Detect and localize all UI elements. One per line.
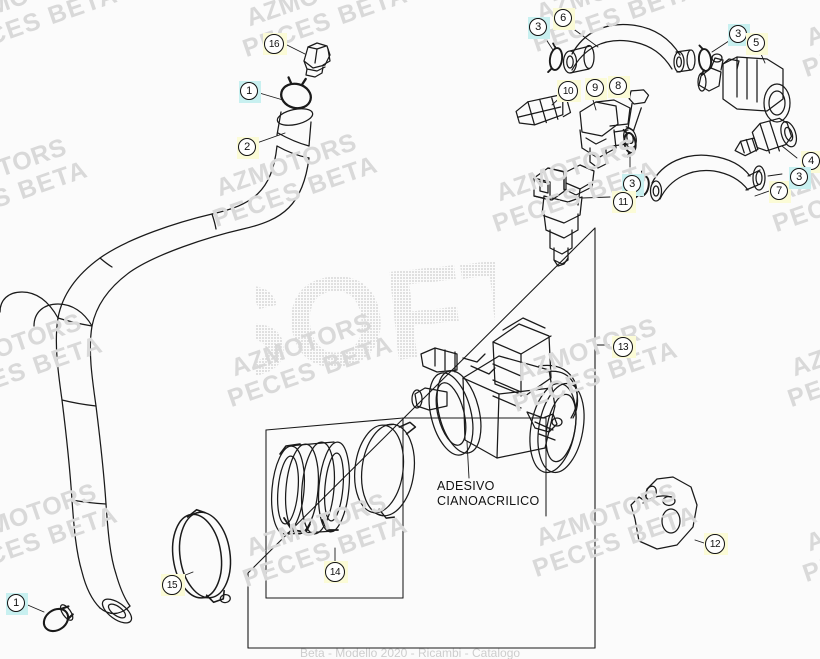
- callout-number: 6: [554, 9, 572, 27]
- callout-16[interactable]: 16: [263, 33, 287, 55]
- callout-3[interactable]: 3: [789, 167, 811, 189]
- callout-8[interactable]: 8: [608, 76, 630, 98]
- callout-15[interactable]: 15: [161, 574, 185, 596]
- callout-7[interactable]: 7: [769, 181, 791, 203]
- callout-9[interactable]: 9: [585, 78, 607, 100]
- callout-number: 3: [729, 25, 747, 43]
- callout-3[interactable]: 3: [528, 17, 550, 39]
- note-line-1: ADESIVO: [437, 479, 495, 493]
- callout-number: 11: [613, 192, 633, 212]
- callout-number: 8: [609, 77, 627, 95]
- callout-14[interactable]: 14: [324, 561, 348, 583]
- callout-10[interactable]: 10: [557, 80, 581, 102]
- callout-number: 1: [7, 594, 25, 612]
- callout-3[interactable]: 3: [728, 24, 750, 46]
- callout-number: 12: [705, 534, 725, 554]
- bottom-caption: Beta - Modello 2020 - Ricambi - Catalogo: [299, 646, 521, 659]
- callout-12[interactable]: 12: [704, 533, 728, 555]
- callout-number: 4: [802, 152, 820, 170]
- callout-1[interactable]: 1: [6, 593, 28, 615]
- callout-11[interactable]: 11: [612, 191, 636, 213]
- callout-2[interactable]: 2: [237, 137, 259, 159]
- callout-number: 5: [747, 34, 765, 52]
- callout-1[interactable]: 1: [239, 81, 261, 103]
- callout-6[interactable]: 6: [553, 8, 575, 30]
- callout-number: 3: [529, 18, 547, 36]
- callout-number: 16: [264, 34, 284, 54]
- callout-number: 15: [162, 575, 182, 595]
- callout-5[interactable]: 5: [746, 33, 768, 55]
- callout-number: 7: [770, 182, 788, 200]
- callout-number: 1: [240, 82, 258, 100]
- callout-number: 9: [586, 79, 604, 97]
- callout-number: 3: [790, 168, 808, 186]
- note-line-2: CIANOACRILICO: [437, 493, 540, 508]
- callout-number: 2: [238, 138, 256, 156]
- callout-number: 10: [558, 81, 578, 101]
- callout-13[interactable]: 13: [612, 336, 636, 358]
- callout-number: 14: [325, 562, 345, 582]
- callout-number: 13: [613, 337, 633, 357]
